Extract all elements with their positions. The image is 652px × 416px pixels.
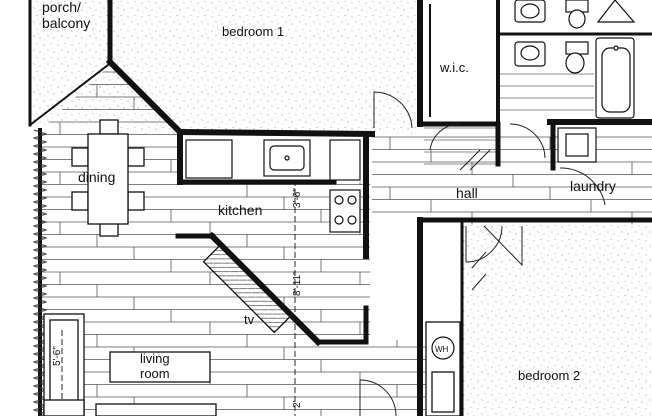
exterior-window-strip (32, 129, 48, 416)
bedroom2-label: bedroom 2 (518, 368, 580, 383)
tv-console (202, 245, 291, 334)
porch-floor (30, 0, 110, 125)
dining-label: dining (78, 169, 115, 185)
dimension-bottom-mark: 2' (292, 400, 303, 408)
sofa (43, 313, 211, 416)
bath-fixtures (514, 0, 636, 119)
walls (28, 0, 652, 416)
hall-floor (372, 136, 652, 225)
water-heater-icon (431, 336, 455, 360)
dimension-lines (61, 180, 296, 416)
wic-label: w.i.c. (439, 60, 469, 75)
tv-label: tv (244, 312, 255, 327)
kitchen-label: kitchen (218, 202, 262, 218)
laundry-machine (557, 127, 597, 163)
dining-table (71, 119, 145, 237)
water-heater-label: WH (435, 345, 449, 354)
porch-label: porch/balcony (42, 0, 90, 31)
bedroom1-label: bedroom 1 (222, 24, 284, 39)
bedroom2-floor (462, 222, 652, 416)
doors (359, 91, 606, 416)
bath-floor (500, 73, 594, 111)
kitchen-fixtures (185, 139, 361, 233)
laundry-label: laundry (570, 178, 616, 194)
dimension-kitchen-depth: 3'-6" (292, 188, 303, 208)
wic-floor (424, 127, 496, 165)
dimension-living-side: 5'-6" (52, 346, 63, 366)
closet-units (43, 321, 461, 416)
hall-label: hall (456, 185, 478, 201)
dimension-living-span: 8'-11" (292, 271, 303, 296)
